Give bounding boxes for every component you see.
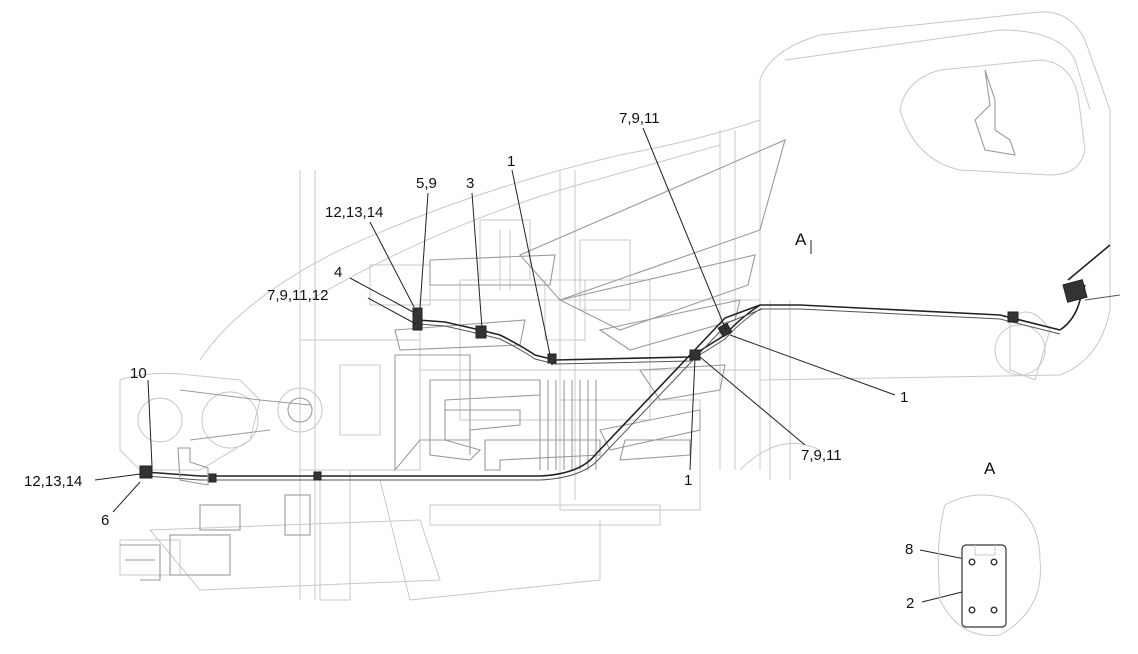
view-a-marker: A bbox=[795, 230, 812, 254]
bolt-hole bbox=[990, 558, 998, 566]
bolt-hole bbox=[968, 558, 976, 566]
callout-12-13-14-top: 12,13,14 bbox=[325, 204, 383, 221]
callout-5-9: 5,9 bbox=[416, 175, 437, 192]
callout-8: 8 bbox=[905, 541, 913, 558]
callout-3: 3 bbox=[466, 175, 474, 192]
callout-10: 10 bbox=[130, 365, 147, 382]
leader-lines bbox=[94, 127, 971, 603]
bolt-hole bbox=[990, 606, 998, 614]
cable-routing bbox=[139, 244, 1121, 486]
callout-1-top: 1 bbox=[507, 153, 515, 170]
callout-7-9-11-bottom: 7,9,11 bbox=[801, 447, 842, 464]
background-machinery bbox=[119, 11, 1111, 601]
callout-2: 2 bbox=[906, 595, 914, 612]
callout-labels: 5,9 3 1 12,13,14 4 7,9,11,12 7,9,11 1 7,… bbox=[24, 110, 914, 612]
detail-view-a: A bbox=[937, 459, 1041, 637]
callout-6: 6 bbox=[101, 512, 109, 529]
mounting-plate bbox=[961, 544, 1007, 628]
callout-12-13-14-left: 12,13,14 bbox=[24, 473, 82, 490]
callout-1-right: 1 bbox=[900, 389, 908, 406]
detail-view-title: A bbox=[984, 459, 996, 478]
callout-4: 4 bbox=[334, 264, 342, 281]
callout-7-9-11-12: 7,9,11,12 bbox=[267, 287, 328, 304]
bolt-hole bbox=[968, 606, 976, 614]
view-marker-letter: A bbox=[795, 230, 807, 249]
callout-7-9-11-top: 7,9,11 bbox=[619, 110, 660, 127]
callout-1-bottom: 1 bbox=[684, 472, 692, 489]
